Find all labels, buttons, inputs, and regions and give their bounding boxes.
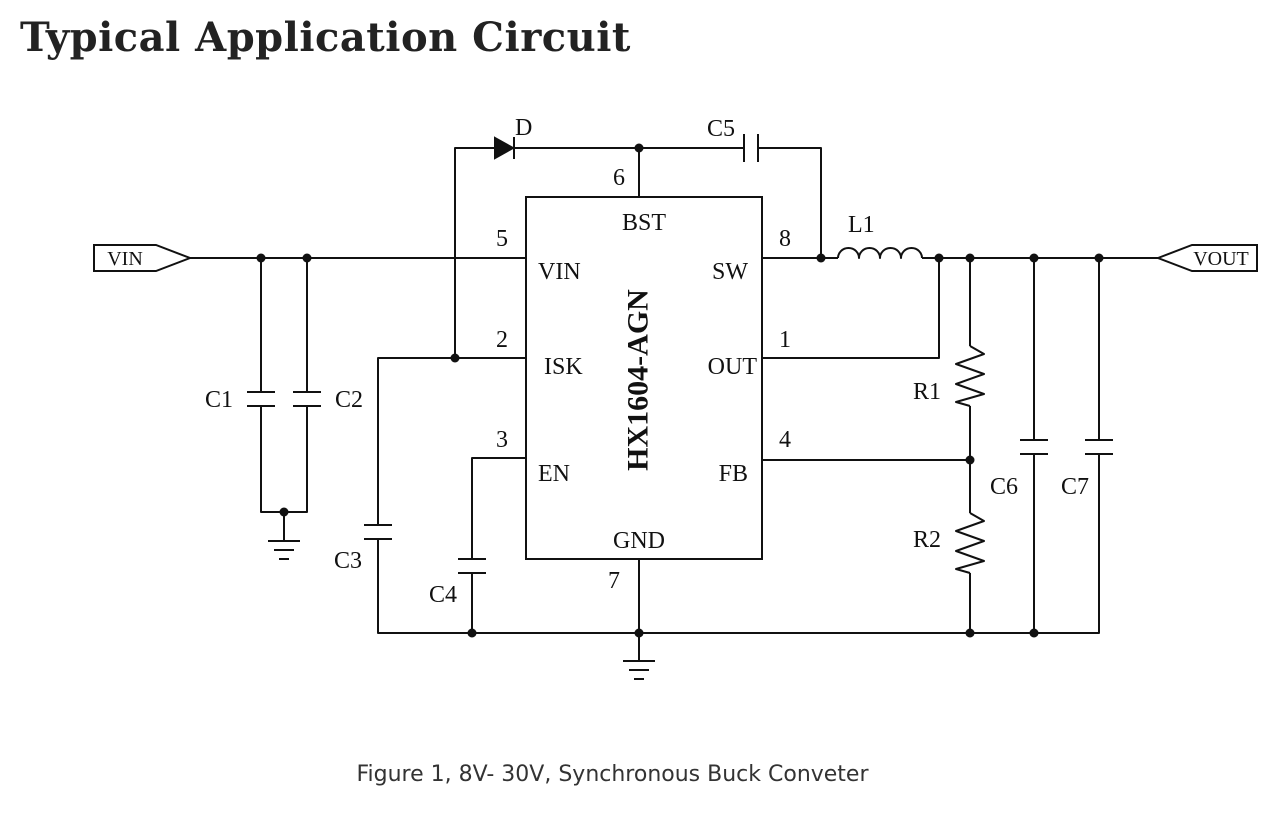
- vin-port: VIN: [93, 244, 193, 272]
- resistor-r1: R1: [913, 345, 985, 407]
- pin-number-gnd: 7: [608, 568, 620, 594]
- pin-number-fb: 4: [779, 427, 791, 453]
- ic-part-number: HX1604-AGN: [622, 289, 655, 471]
- page-title: Typical Application Circuit: [20, 14, 631, 61]
- c4-label: C4: [429, 582, 457, 608]
- pin-number-isk: 2: [496, 327, 508, 353]
- c5-label: C5: [707, 116, 735, 142]
- capacitor-c2: C2: [293, 387, 363, 413]
- pin-name-fb: FB: [719, 461, 748, 487]
- ic-body: [525, 196, 763, 560]
- capacitor-c6: C6: [990, 439, 1048, 500]
- ground-symbol-input: [268, 540, 300, 560]
- wires: [190, 147, 1158, 661]
- r2-label: R2: [913, 527, 941, 553]
- c6-label: C6: [990, 474, 1018, 500]
- pin-name-bst: BST: [622, 210, 666, 236]
- pin-name-en: EN: [538, 461, 570, 487]
- c2-label: C2: [335, 387, 363, 413]
- figure-caption: Figure 1, 8V- 30V, Synchronous Buck Conv…: [356, 762, 869, 787]
- capacitor-c5: C5: [707, 116, 759, 162]
- d-label: D: [515, 115, 532, 141]
- l1-label: L1: [848, 212, 875, 238]
- pin-number-out: 1: [779, 327, 791, 353]
- c3-label: C3: [334, 548, 362, 574]
- capacitor-c1: C1: [205, 387, 275, 413]
- pin-name-vin: VIN: [538, 259, 581, 285]
- ground-symbol-main: [623, 660, 655, 680]
- pin-name-isk: ISK: [544, 354, 583, 380]
- capacitor-c4: C4: [429, 558, 486, 608]
- pin-number-vin: 5: [496, 226, 508, 252]
- capacitor-c7: C7: [1061, 439, 1113, 500]
- r1-label: R1: [913, 379, 941, 405]
- vin-port-label: VIN: [107, 248, 143, 270]
- pin-number-en: 3: [496, 427, 508, 453]
- pin-name-gnd: GND: [613, 528, 665, 554]
- capacitor-c3: C3: [334, 524, 392, 574]
- resistor-r2: R2: [913, 512, 985, 574]
- pin-number-bst: 6: [613, 165, 625, 191]
- c1-label: C1: [205, 387, 233, 413]
- vout-port: VOUT: [1155, 244, 1258, 272]
- pin-name-out: OUT: [708, 354, 758, 380]
- vout-port-label: VOUT: [1193, 248, 1249, 270]
- junction-dots: [256, 143, 1104, 638]
- diode-d: D: [494, 115, 532, 160]
- pin-name-sw: SW: [712, 259, 748, 285]
- c7-label: C7: [1061, 474, 1089, 500]
- pin-number-sw: 8: [779, 226, 791, 252]
- inductor-l1: L1: [837, 212, 923, 259]
